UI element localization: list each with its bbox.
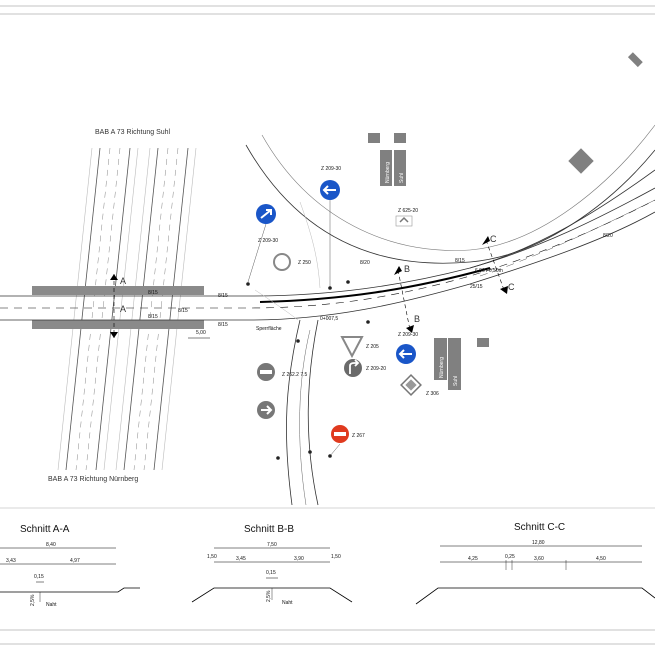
svg-text:3,90: 3,90 xyxy=(294,556,304,562)
svg-text:1,50: 1,50 xyxy=(207,554,217,560)
bridge-structure xyxy=(32,286,204,329)
svg-text:A: A xyxy=(120,276,126,286)
sign-no-entry-gray: Z 262.2 7.5 xyxy=(257,363,308,381)
sign-no-vehicles: Z 250 xyxy=(273,253,311,271)
svg-text:4,97: 4,97 xyxy=(70,558,80,564)
svg-text:0,15: 0,15 xyxy=(34,574,44,580)
svg-text:0+007,5: 0+007,5 xyxy=(320,316,338,322)
svg-text:B: B xyxy=(404,264,410,274)
svg-text:C: C xyxy=(490,234,497,244)
svg-text:6,00 / 6,50m: 6,00 / 6,50m xyxy=(475,268,503,274)
svg-text:B: B xyxy=(414,314,420,324)
section-marker-a: A A xyxy=(110,274,126,338)
main-road xyxy=(0,169,655,321)
svg-text:Z 306: Z 306 xyxy=(426,391,439,397)
sign-priority-road: Z 306 xyxy=(400,374,439,397)
guide-sign-top-line2: Suhl xyxy=(399,173,405,183)
guide-sign-top-right xyxy=(568,52,643,174)
svg-text:8/20: 8/20 xyxy=(360,260,370,266)
sign-posts xyxy=(246,280,370,460)
svg-text:5,00: 5,00 xyxy=(196,330,206,336)
svg-text:0,15: 0,15 xyxy=(266,570,276,576)
svg-text:Z 209-30: Z 209-30 xyxy=(258,238,278,244)
svg-text:Sperrfläche: Sperrfläche xyxy=(256,326,282,332)
svg-text:Z 250: Z 250 xyxy=(298,260,311,266)
section-marker-c: C C xyxy=(482,234,515,294)
sign-arrow-right-gray xyxy=(257,401,275,419)
svg-text:C: C xyxy=(508,282,515,292)
sign-lane-indicator: Z 625-20 xyxy=(395,208,418,227)
svg-text:Z 209-20: Z 209-20 xyxy=(366,366,386,372)
svg-text:8/20: 8/20 xyxy=(603,233,613,239)
svg-text:8/15: 8/15 xyxy=(218,322,228,328)
sign-no-entry-red: Z 267 xyxy=(329,425,365,457)
svg-text:A: A xyxy=(120,304,126,314)
sign-mandatory-left-1: Z 209-30 xyxy=(320,166,341,288)
svg-text:7,50: 7,50 xyxy=(267,542,277,548)
motorway-a73 xyxy=(57,147,197,471)
svg-text:8/15: 8/15 xyxy=(148,314,158,320)
svg-text:Z 205: Z 205 xyxy=(366,344,379,350)
road-dimension-labels: 8/15 8/15 8/15 8/15 8/15 8/15 8/20 8/20 … xyxy=(148,233,613,336)
svg-text:4,50: 4,50 xyxy=(596,556,606,562)
svg-text:Z 262.2 7.5: Z 262.2 7.5 xyxy=(282,372,308,378)
svg-text:Naht: Naht xyxy=(282,600,293,606)
svg-text:8,40: 8,40 xyxy=(46,542,56,548)
svg-text:8/15: 8/15 xyxy=(455,258,465,264)
svg-text:Schnitt A-A: Schnitt A-A xyxy=(20,524,70,535)
section-b-b: Schnitt B-B 7,50 3,45 3,90 1,50 1,50 0,1… xyxy=(191,524,353,606)
road-label-nuernberg: BAB A 73 Richtung Nürnberg xyxy=(48,476,138,483)
sign-turn-right: Z 209-20 xyxy=(344,359,386,377)
drawing-frame xyxy=(0,5,655,645)
section-c-c: Schnitt C-C 12,80 4,25 0,25 3,60 4,50 xyxy=(415,522,655,605)
svg-text:2,5%: 2,5% xyxy=(30,594,36,606)
sign-mandatory-left-2: Z 209-30 xyxy=(247,204,278,283)
road-label-suhl: BAB A 73 Richtung Suhl xyxy=(95,129,171,136)
svg-text:Schnitt C-C: Schnitt C-C xyxy=(514,522,565,533)
svg-text:4,25: 4,25 xyxy=(468,556,478,562)
svg-text:2,5%: 2,5% xyxy=(266,590,272,602)
svg-text:8/15: 8/15 xyxy=(148,290,158,296)
svg-text:3,45: 3,45 xyxy=(236,556,246,562)
svg-text:3,60: 3,60 xyxy=(534,556,544,562)
svg-text:12,80: 12,80 xyxy=(532,540,545,546)
ramps xyxy=(245,124,655,506)
svg-text:8/15: 8/15 xyxy=(178,308,188,314)
guide-sign-top: Nürnberg Suhl xyxy=(368,133,406,186)
guide-sign-right-line2: Suhl xyxy=(453,376,459,386)
svg-text:1,50: 1,50 xyxy=(331,554,341,560)
svg-text:25/15: 25/15 xyxy=(470,284,483,290)
section-a-a: Schnitt A-A 8,40 3,43 4,97 0,15 Naht 2,5… xyxy=(0,524,140,608)
section-marker-b: B B xyxy=(394,264,420,333)
guide-sign-right-line1: Nürnberg xyxy=(439,357,445,378)
guide-sign-top-line1: Nürnberg xyxy=(385,162,391,183)
svg-text:Z 267: Z 267 xyxy=(352,433,365,439)
svg-text:Z 209-30: Z 209-30 xyxy=(321,166,341,172)
svg-text:Z 625-20: Z 625-20 xyxy=(398,208,418,214)
svg-text:8/15: 8/15 xyxy=(218,293,228,299)
svg-text:3,43: 3,43 xyxy=(6,558,16,564)
svg-text:Z 209-30: Z 209-30 xyxy=(398,332,418,338)
sign-yield: Z 205 xyxy=(340,336,379,359)
sign-mandatory-left-3: Z 209-30 xyxy=(396,332,418,364)
svg-text:Schnitt B-B: Schnitt B-B xyxy=(244,524,294,535)
guide-sign-right: Nürnberg Suhl xyxy=(434,338,489,390)
svg-text:Naht: Naht xyxy=(46,602,57,608)
svg-text:0,25: 0,25 xyxy=(505,554,515,560)
